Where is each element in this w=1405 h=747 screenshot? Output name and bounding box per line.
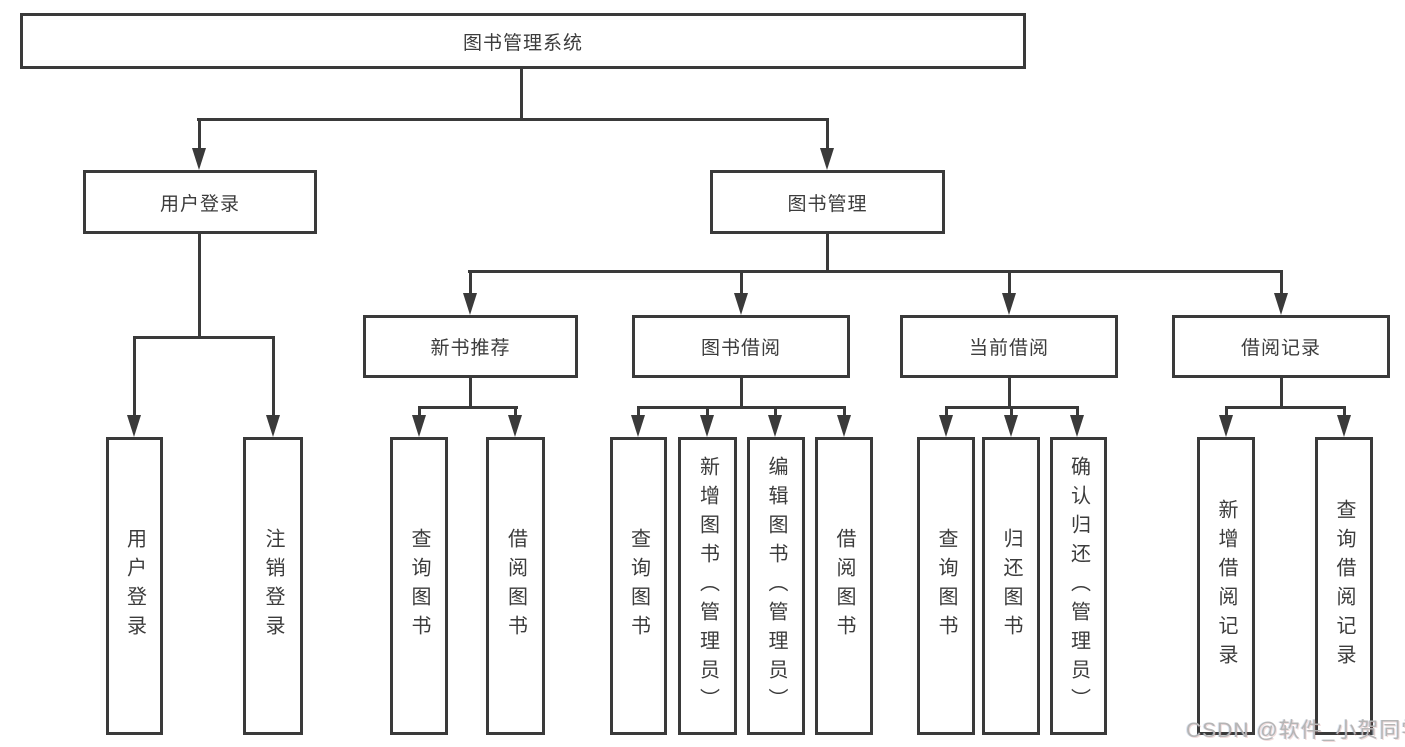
arrowhead-current xyxy=(1002,293,1016,315)
arrowhead-leaf-b1 xyxy=(412,415,426,437)
node-current-borrow: 当前借阅 xyxy=(900,315,1118,378)
leaf-borrow-query-books: 查询图书 xyxy=(610,437,667,735)
connector-to-current xyxy=(1008,270,1011,298)
node-book-management: 图书管理 xyxy=(710,170,945,234)
arrowhead-leaf-c3 xyxy=(768,415,782,437)
leaf-current-confirm-return-admin: 确认归还（管理员） xyxy=(1050,437,1107,735)
connector-root-stem xyxy=(520,69,523,120)
arrowhead-leaf-d2 xyxy=(1004,415,1018,437)
arrowhead-leaf-c1 xyxy=(631,415,645,437)
arrowhead-leaf-d3 xyxy=(1070,415,1084,437)
node-book-borrow: 图书借阅 xyxy=(632,315,850,378)
leaf-records-add-record: 新增借阅记录 xyxy=(1197,437,1255,735)
arrowhead-records xyxy=(1274,293,1288,315)
connector-to-recommend xyxy=(469,270,472,298)
connector-management-split xyxy=(468,270,1283,273)
node-new-book-recommend: 新书推荐 xyxy=(363,315,578,378)
connector-borrow-stem xyxy=(740,376,743,409)
arrowhead-leaf-d1 xyxy=(939,415,953,437)
leaf-borrow-borrow-books: 借阅图书 xyxy=(815,437,873,735)
leaf-recommend-borrow-books: 借阅图书 xyxy=(486,437,545,735)
arrowhead-book-management xyxy=(820,148,834,170)
connector-current-stem xyxy=(1008,376,1011,409)
csdn-watermark: CSDN @软件_小贺同学 xyxy=(1186,719,1405,742)
connector-recommend-stem xyxy=(469,376,472,409)
leaf-borrow-edit-books-admin: 编辑图书（管理员） xyxy=(747,437,805,735)
arrowhead-user-login xyxy=(192,148,206,170)
connector-to-records xyxy=(1280,270,1283,298)
leaf-borrow-add-books-admin: 新增图书（管理员） xyxy=(678,437,737,735)
leaf-user-login: 用户登录 xyxy=(106,437,163,735)
connector-records-split xyxy=(1225,406,1345,409)
connector-to-user-login xyxy=(198,118,201,158)
connector-root-split xyxy=(197,118,829,121)
connector-to-leaf-logout xyxy=(272,336,275,424)
arrowhead-recommend xyxy=(463,293,477,315)
leaf-current-return-books: 归还图书 xyxy=(982,437,1040,735)
arrowhead-leaf-e2 xyxy=(1337,415,1351,437)
leaf-records-query-record: 查询借阅记录 xyxy=(1315,437,1373,735)
connector-records-stem xyxy=(1280,376,1283,409)
arrowhead-leaf-login xyxy=(127,415,141,437)
arrowhead-leaf-e1 xyxy=(1219,415,1233,437)
node-user-login: 用户登录 xyxy=(83,170,317,234)
connector-borrow-split xyxy=(637,406,846,409)
arrowhead-leaf-c4 xyxy=(837,415,851,437)
connector-login-stem xyxy=(198,232,201,339)
arrowhead-leaf-logout xyxy=(266,415,280,437)
connector-to-borrow xyxy=(740,270,743,298)
connector-to-leaf-login xyxy=(133,336,136,424)
arrowhead-leaf-b2 xyxy=(508,415,522,437)
connector-management-stem xyxy=(826,232,829,273)
leaf-logout: 注销登录 xyxy=(243,437,303,735)
leaf-current-query-books: 查询图书 xyxy=(917,437,975,735)
arrowhead-leaf-c2 xyxy=(700,415,714,437)
node-library-management-system: 图书管理系统 xyxy=(20,13,1026,69)
node-borrow-records: 借阅记录 xyxy=(1172,315,1390,378)
leaf-recommend-query-books: 查询图书 xyxy=(390,437,448,735)
arrowhead-borrow xyxy=(734,293,748,315)
connector-to-book-management xyxy=(826,118,829,158)
connector-recommend-split xyxy=(418,406,518,409)
connector-login-split xyxy=(133,336,275,339)
